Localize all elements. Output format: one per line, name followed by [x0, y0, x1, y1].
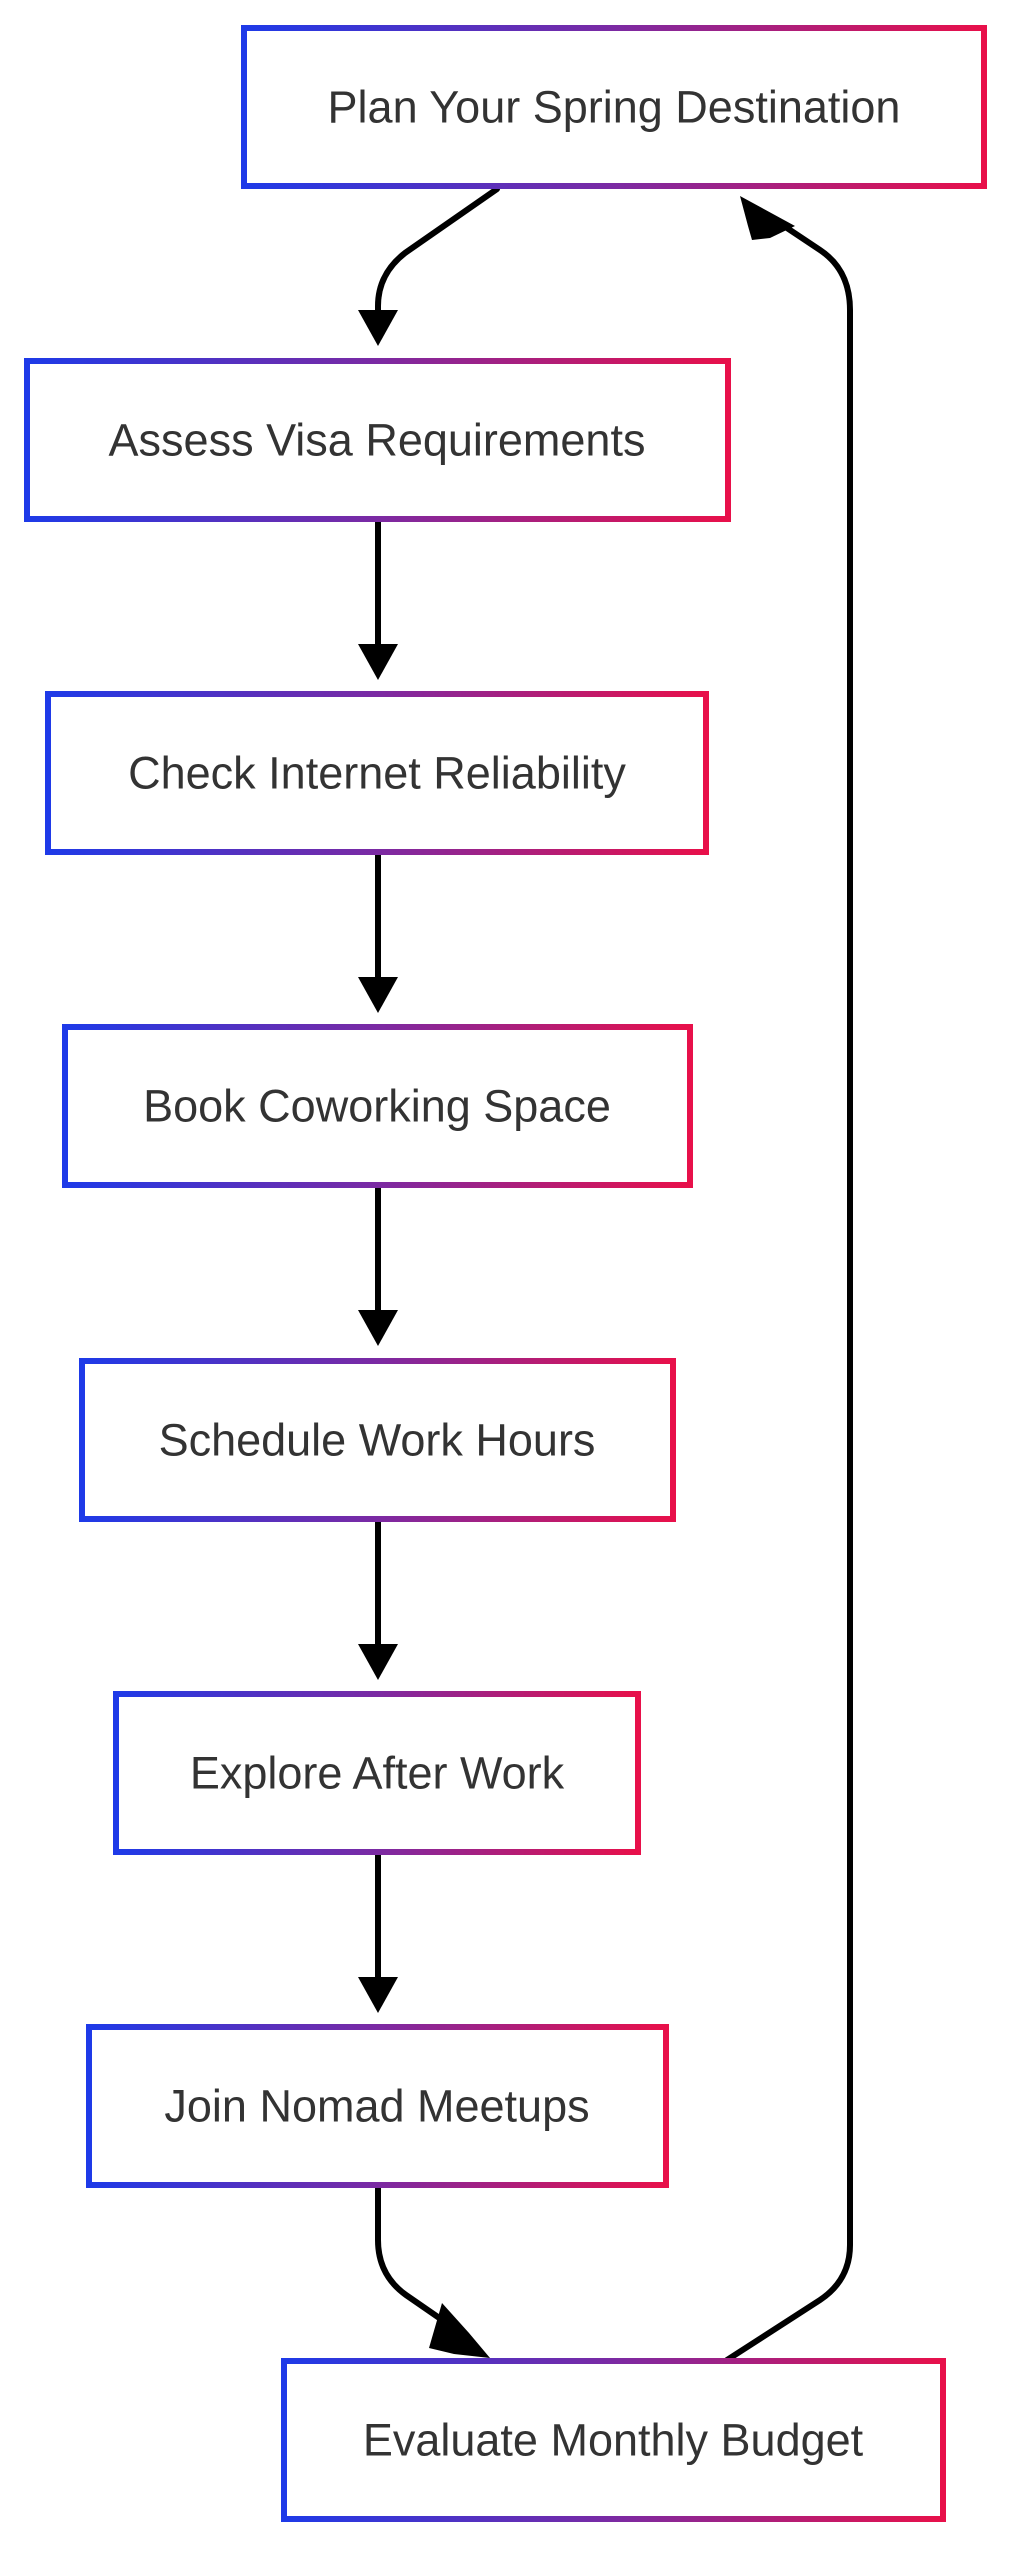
node-label-internet: Check Internet Reliability — [128, 748, 626, 799]
node-internet: Check Internet Reliability — [45, 691, 709, 855]
edge-explore-to-meetups — [358, 1852, 398, 2013]
edges-layer — [358, 186, 853, 2363]
node-label-coworking: Book Coworking Space — [143, 1081, 611, 1132]
node-budget: Evaluate Monthly Budget — [281, 2358, 946, 2522]
node-explore: Explore After Work — [113, 1691, 641, 1855]
node-label-budget: Evaluate Monthly Budget — [363, 2415, 864, 2466]
node-meetups: Join Nomad Meetups — [86, 2024, 669, 2188]
edge-internet-to-coworking — [358, 852, 398, 1013]
node-coworking: Book Coworking Space — [62, 1024, 693, 1188]
edge-visa-to-internet — [358, 519, 398, 680]
edge-coworking-to-schedule — [358, 1185, 398, 1346]
node-label-meetups: Join Nomad Meetups — [164, 2081, 589, 2132]
edge-schedule-to-explore — [358, 1519, 398, 1680]
nodes-layer: Plan Your Spring Destination Assess Visa… — [24, 25, 987, 2522]
node-label-visa: Assess Visa Requirements — [109, 415, 646, 466]
node-plan: Plan Your Spring Destination — [241, 25, 987, 189]
edge-plan-to-visa — [358, 186, 500, 346]
node-label-plan: Plan Your Spring Destination — [328, 82, 901, 133]
node-label-explore: Explore After Work — [190, 1748, 565, 1799]
edge-budget-to-plan — [724, 196, 853, 2363]
node-label-schedule: Schedule Work Hours — [159, 1415, 596, 1466]
node-schedule: Schedule Work Hours — [79, 1358, 676, 1522]
edge-meetups-to-budget — [375, 2185, 490, 2358]
node-visa: Assess Visa Requirements — [24, 358, 731, 522]
